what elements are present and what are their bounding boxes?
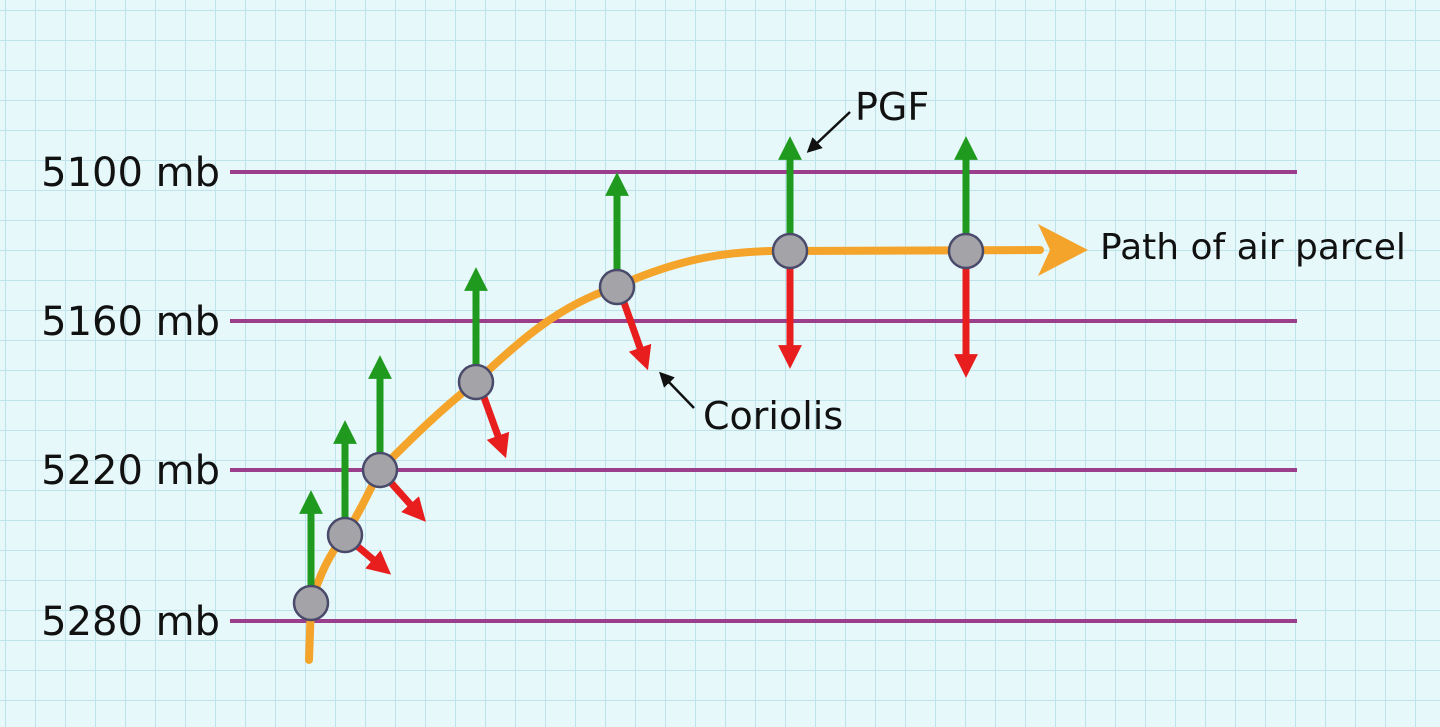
air-parcel-path-arrowhead: [1038, 224, 1088, 276]
isobar-lines: [230, 170, 1297, 623]
path-of-air-parcel-label: Path of air parcel: [1100, 227, 1406, 268]
air-parcels: [292, 232, 985, 622]
air-parcel-1: [292, 584, 330, 622]
air-parcel-3: [361, 451, 399, 489]
coriolis-pointer: [659, 371, 695, 409]
air-parcel-5: [598, 268, 636, 306]
air-parcel-4: [457, 363, 495, 401]
pgf-label: PGF: [855, 85, 929, 129]
air-parcel-7: [947, 232, 985, 270]
coriolis-arrow-4: [617, 292, 652, 371]
isobar-label-5220: 5220 mb: [41, 448, 220, 494]
air-parcel-path: [305, 224, 1088, 664]
pgf-pointer: [806, 111, 851, 153]
coriolis-label: Coriolis: [703, 394, 843, 438]
coriolis-arrow-3: [477, 387, 510, 459]
isobar-label-5280: 5280 mb: [41, 599, 220, 645]
isobar-label-5100: 5100 mb: [41, 150, 220, 196]
isobar-labels: 5100 mb 5160 mb 5220 mb 5280 mb: [41, 150, 220, 645]
annotations: PGF Coriolis Path of air parcel: [659, 85, 1406, 438]
air-parcel-6: [771, 232, 809, 270]
isobar-label-5160: 5160 mb: [41, 299, 220, 345]
pgf-arrows: [299, 136, 978, 598]
air-parcel-2: [326, 516, 364, 554]
air-parcel-path-curve: [305, 246, 1044, 664]
